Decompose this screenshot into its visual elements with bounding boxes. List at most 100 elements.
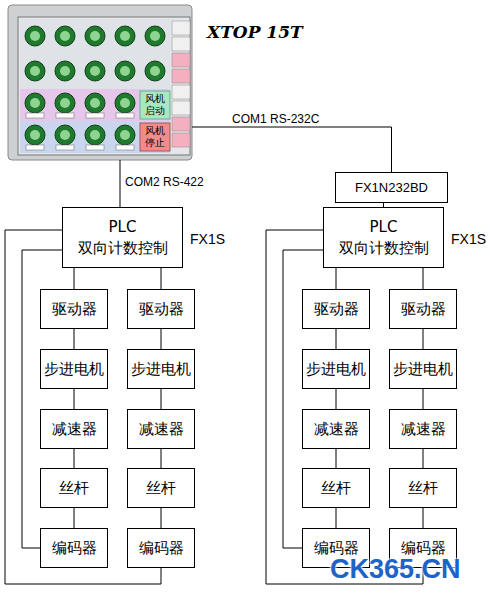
node-label: 丝杆 [59, 478, 89, 498]
node-label: FX1S [451, 229, 486, 249]
process-box: 编码器 [40, 528, 108, 568]
process-box: PLC 双向计数控制FX1S [62, 207, 183, 268]
side-button [172, 133, 190, 147]
connector [74, 329, 75, 349]
node-label: 丝杆 [408, 478, 438, 498]
knob-symbol [85, 93, 105, 113]
connector [74, 268, 75, 289]
side-button [172, 69, 190, 83]
watermark: CK365.CN [330, 554, 461, 585]
node-label: 步进电机 [306, 359, 366, 379]
node-label: 步进电机 [44, 359, 104, 379]
node-label: 步进电机 [131, 359, 191, 379]
readout [116, 113, 134, 118]
knob-symbol [55, 26, 75, 46]
knob-symbol [145, 61, 165, 81]
node-label: 减速器 [401, 419, 446, 439]
connector [423, 329, 424, 349]
process-box: 减速器 [389, 409, 457, 449]
node-label: 丝杆 [146, 478, 176, 498]
node-label: 驱动器 [401, 299, 446, 319]
connector [423, 268, 424, 289]
node-label: 减速器 [314, 419, 359, 439]
process-box: PLC 双向计数控制FX1S [323, 207, 444, 268]
connector [161, 449, 162, 468]
connector [336, 268, 337, 289]
hmi-panel [8, 5, 192, 160]
node-label: 驱动器 [139, 299, 184, 319]
knob-symbol [55, 125, 75, 145]
node-label: FX1N232BD [355, 178, 428, 198]
process-box: 减速器 [302, 409, 370, 449]
connector [336, 389, 337, 409]
node-label: 编码器 [139, 538, 184, 558]
hmi-screen [18, 17, 190, 155]
knob-symbol [25, 61, 45, 81]
process-box: 驱动器 [389, 289, 457, 329]
port-label: COM1 RS-232C [232, 112, 319, 126]
node-label: 驱动器 [52, 299, 97, 319]
connector [423, 508, 424, 528]
screen-row-bg [20, 121, 170, 153]
connector [161, 508, 162, 528]
connector [161, 389, 162, 409]
process-box: 丝杆 [40, 468, 108, 508]
readout [26, 145, 44, 150]
readout [116, 145, 134, 150]
port-label: COM2 RS-422 [125, 175, 204, 189]
process-box: 步进电机 [40, 349, 108, 389]
knob-symbol [25, 125, 45, 145]
node-label: 减速器 [52, 419, 97, 439]
connector [423, 449, 424, 468]
process-box: 步进电机 [127, 349, 195, 389]
hmi-bezel [8, 5, 192, 160]
start-button [140, 91, 170, 119]
knob-symbol [115, 125, 135, 145]
knob-symbol [115, 93, 135, 113]
process-box: 驱动器 [40, 289, 108, 329]
process-box: 减速器 [127, 409, 195, 449]
knob-symbol [55, 61, 75, 81]
knob-symbol [115, 26, 135, 46]
knob-symbol [85, 125, 105, 145]
readout [86, 145, 104, 150]
connector [161, 329, 162, 349]
node-label: FX1S [190, 229, 225, 249]
process-box: 丝杆 [389, 468, 457, 508]
connector [74, 389, 75, 409]
connector [74, 449, 75, 468]
side-button [172, 101, 190, 115]
stop-button [140, 123, 170, 151]
readout [56, 113, 74, 118]
process-box: 减速器 [40, 409, 108, 449]
connector [336, 508, 337, 528]
node-label: PLC 双向计数控制 [334, 217, 434, 259]
connector [336, 449, 337, 468]
connector [336, 329, 337, 349]
process-box: 驱动器 [127, 289, 195, 329]
readout [86, 113, 104, 118]
side-button [172, 117, 190, 131]
node-label: 编码器 [52, 538, 97, 558]
button-label: 风机停止 [144, 125, 166, 149]
node-label: PLC 双向计数控制 [73, 217, 173, 259]
connector [192, 127, 392, 172]
node-label: 丝杆 [321, 478, 351, 498]
screen-row-bg [20, 19, 170, 89]
node-label: 减速器 [139, 419, 184, 439]
hmi-node: XTOP 15T [8, 5, 192, 160]
process-box: 丝杆 [127, 468, 195, 508]
side-button [172, 37, 190, 51]
knob-symbol [25, 26, 45, 46]
process-box: 步进电机 [389, 349, 457, 389]
side-button [172, 21, 190, 35]
process-box: 驱动器 [302, 289, 370, 329]
process-box: FX1N232BD [335, 172, 448, 203]
button-label: 风机启动 [144, 93, 166, 117]
connector [423, 389, 424, 409]
node-label: XTOP 15T [207, 22, 303, 42]
node-label: 驱动器 [314, 299, 359, 319]
screen-row-bg [20, 89, 170, 121]
node-label: 步进电机 [393, 359, 453, 379]
